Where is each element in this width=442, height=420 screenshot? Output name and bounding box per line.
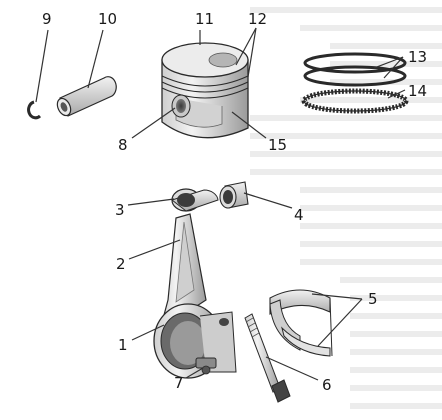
piston-part: [161, 42, 249, 139]
label-2: 2: [116, 255, 126, 273]
label-4: 4: [294, 206, 304, 224]
label-8: 8: [118, 136, 128, 154]
background-text-lines: [250, 7, 442, 409]
label-7: 7: [174, 374, 184, 392]
label-10: 10: [98, 10, 117, 28]
connecting-rod-part: [153, 188, 237, 379]
label-1: 1: [118, 336, 128, 354]
small-end-bush-part: [219, 181, 249, 209]
label-11: 11: [195, 10, 214, 28]
leader-lines: [35, 27, 406, 381]
label-5: 5: [368, 290, 378, 308]
label-13: 13: [408, 48, 427, 66]
label-14: 14: [408, 82, 427, 100]
label-15: 15: [268, 136, 287, 154]
label-3: 3: [115, 201, 125, 219]
piston-rings-part: [301, 52, 409, 114]
label-6: 6: [322, 376, 332, 394]
circlip-part: [27, 100, 42, 120]
part-labels: 9 10 11 12 13 14 8 15 3 4 2 5 1 7 6: [42, 10, 427, 394]
piston-pin-part: [56, 76, 117, 117]
bearing-shells-part: [269, 289, 333, 357]
label-12: 12: [248, 10, 267, 28]
label-9: 9: [42, 10, 52, 28]
bolt-part: [244, 313, 291, 403]
